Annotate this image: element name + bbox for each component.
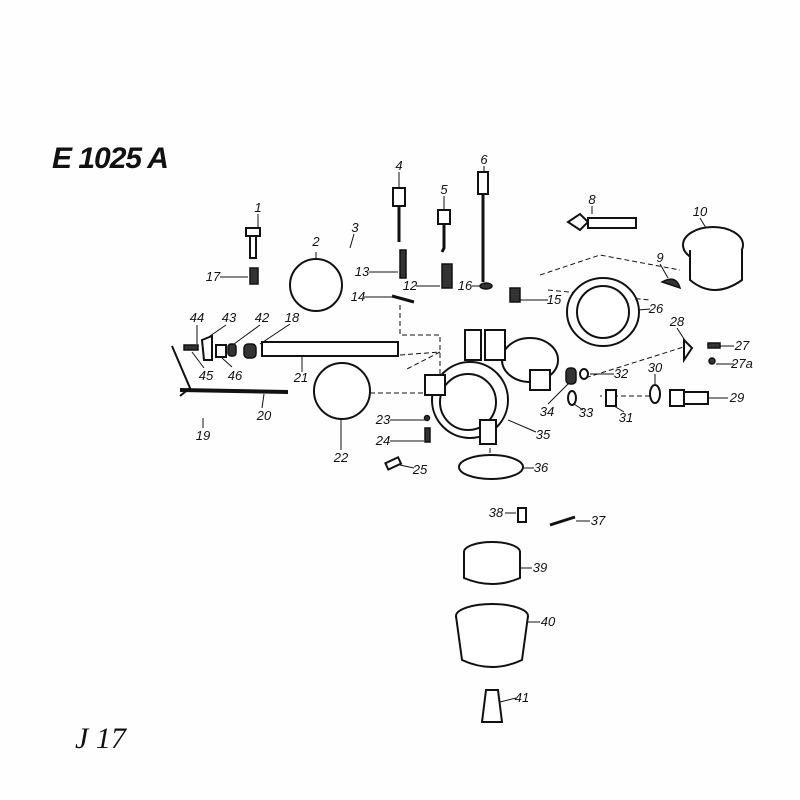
- washer-42: [227, 343, 237, 357]
- part-label-6: 6: [480, 152, 488, 167]
- part-label-10: 10: [693, 204, 708, 219]
- washer-16: [479, 282, 493, 290]
- pin-14: [391, 294, 415, 304]
- part-label-21: 21: [293, 370, 308, 385]
- part-label-37: 37: [591, 513, 606, 528]
- nut-18: [243, 343, 257, 359]
- part-label-46: 46: [228, 368, 243, 383]
- part-label-8: 8: [588, 192, 596, 207]
- part-label-2: 2: [311, 234, 320, 249]
- spring-13: [399, 249, 407, 279]
- sleeve-10: [682, 226, 744, 291]
- part-label-28: 28: [669, 314, 685, 329]
- part-label-15: 15: [547, 292, 562, 307]
- clamp-26: [566, 277, 640, 347]
- part-label-35: 35: [536, 427, 551, 442]
- float-bowl-40: [455, 603, 529, 668]
- part-label-32: 32: [614, 366, 629, 381]
- part-label-40: 40: [541, 614, 556, 629]
- part-label-20: 20: [256, 408, 272, 423]
- cover-plate-2: [289, 258, 343, 312]
- part-label-34: 34: [540, 404, 554, 419]
- part-label-23: 23: [375, 412, 391, 427]
- bracket-28: [683, 337, 694, 364]
- pin-38: [517, 507, 527, 523]
- spring-17: [249, 267, 259, 285]
- nut-34: [565, 367, 577, 385]
- screw-1: [245, 227, 261, 259]
- part-label-22: 22: [333, 450, 349, 465]
- part-label-26: 26: [648, 301, 664, 316]
- float-39: [463, 541, 521, 585]
- needle-5: [437, 209, 451, 253]
- jet-15: [509, 287, 521, 303]
- nipple-31: [605, 389, 617, 407]
- diagram-title: E 1025 A: [52, 142, 169, 175]
- part-label-25: 25: [412, 462, 428, 477]
- part-label-4: 4: [395, 158, 402, 173]
- part-label-9: 9: [656, 250, 663, 265]
- part-label-3: 3: [351, 220, 359, 235]
- part-label-29: 29: [729, 390, 744, 405]
- part-label-39: 39: [533, 560, 547, 575]
- part-label-42: 42: [255, 310, 270, 325]
- cable-6: [477, 171, 489, 282]
- plate-43: [200, 334, 213, 361]
- throttle-disc-22: [313, 362, 371, 420]
- washer-30: [649, 384, 661, 404]
- part-label-36: 36: [534, 460, 549, 475]
- part-label-41: 41: [515, 690, 529, 705]
- part-label-13: 13: [355, 264, 370, 279]
- drain-screw-41: [480, 689, 504, 723]
- part-label-33: 33: [579, 405, 594, 420]
- shaft-21: [261, 341, 399, 357]
- spring-24: [424, 427, 431, 443]
- washer-46: [215, 344, 227, 358]
- gasket-36: [458, 454, 524, 480]
- screw-25: [384, 455, 403, 471]
- split-pin-37: [549, 515, 576, 527]
- part-label-19: 19: [196, 428, 210, 443]
- screw-27a: [708, 357, 716, 365]
- wedge-9: [660, 278, 682, 290]
- assembly-line: [399, 305, 441, 385]
- plunger-4: [392, 187, 406, 242]
- part-label-27a: 27a: [730, 356, 753, 371]
- part-label-12: 12: [403, 278, 418, 293]
- part-label-24: 24: [375, 433, 390, 448]
- assembly-line: [584, 344, 691, 397]
- part-label-30: 30: [648, 360, 663, 375]
- bolt-8: [566, 212, 637, 232]
- part-label-31: 31: [619, 410, 633, 425]
- assembly-line: [399, 351, 441, 371]
- part-label-43: 43: [222, 310, 237, 325]
- leader-lines: [191, 166, 734, 703]
- screw-27: [707, 342, 721, 349]
- spring-12: [441, 263, 453, 289]
- part-label-27: 27: [734, 338, 750, 353]
- part-label-45: 45: [199, 368, 214, 383]
- banjo-bolt-29: [669, 389, 709, 407]
- carburetor-body: [424, 329, 559, 445]
- part-label-44: 44: [190, 310, 204, 325]
- lever-20: [171, 345, 289, 397]
- ball-23: [423, 414, 431, 422]
- screw-44: [183, 344, 199, 351]
- washer-32: [579, 368, 589, 380]
- part-label-1: 1: [254, 200, 261, 215]
- part-label-17: 17: [206, 269, 221, 284]
- part-label-14: 14: [351, 289, 365, 304]
- part-label-16: 16: [458, 278, 473, 293]
- part-label-5: 5: [440, 182, 448, 197]
- plate-number: J 17: [75, 722, 126, 755]
- part-label-18: 18: [285, 310, 300, 325]
- washer-33: [567, 390, 577, 406]
- part-label-38: 38: [489, 505, 504, 520]
